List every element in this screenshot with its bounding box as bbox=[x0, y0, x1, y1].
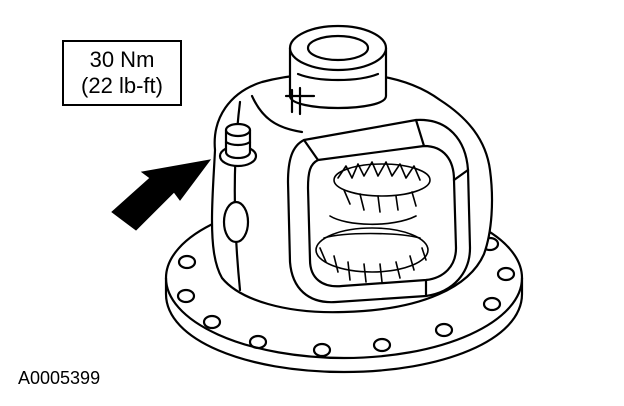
pointer-arrow bbox=[111, 159, 212, 231]
figure-id-label: A0005399 bbox=[18, 368, 101, 388]
torque-lbft-label: (22 lb-ft) bbox=[81, 73, 163, 98]
pinion-gears bbox=[315, 161, 431, 283]
flange-bolt-holes bbox=[176, 236, 516, 358]
torque-nm-label: 30 Nm bbox=[89, 47, 155, 72]
bearing-hub bbox=[284, 24, 388, 116]
lock-bolt bbox=[218, 122, 258, 168]
torque-callout-box: 30 Nm (22 lb-ft) bbox=[62, 40, 182, 106]
case-window bbox=[286, 118, 472, 304]
side-bore bbox=[222, 200, 250, 244]
